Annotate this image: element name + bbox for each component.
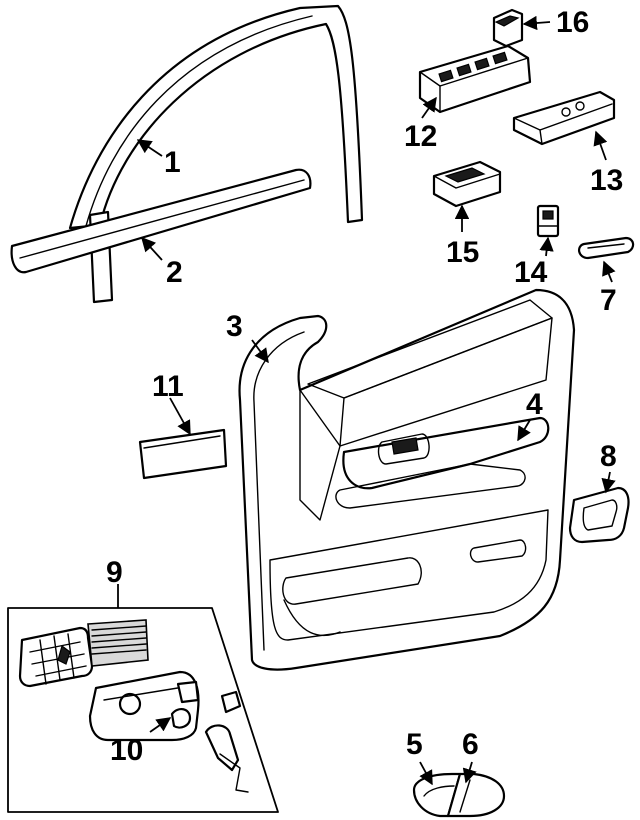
insulator-pad[interactable] [138,428,228,480]
callout-4: 4 [526,388,543,421]
callout-2: 2 [166,256,183,289]
callout-3: 3 [226,310,243,343]
switch-knob[interactable] [492,8,524,48]
callout-10: 10 [110,734,143,767]
callout-14: 14 [514,256,548,289]
callout-13: 13 [590,164,623,197]
callout-7: 7 [600,284,617,317]
belt-moulding[interactable] [10,168,312,274]
callout-5: 5 [406,728,423,761]
small-lens[interactable] [578,236,635,260]
handle-bezel[interactable] [568,486,630,544]
courtesy-lamp-assembly[interactable] [7,607,279,813]
seat-switch[interactable] [432,160,502,208]
callout-9: 9 [106,556,123,589]
window-frame-moulding[interactable] [68,4,364,304]
master-window-switch[interactable] [418,44,532,114]
lock-switch[interactable] [536,204,560,238]
callout-15: 15 [446,236,479,269]
armrest-pull-handle[interactable] [335,416,550,509]
callout-8: 8 [600,440,617,473]
callout-11: 11 [152,370,184,403]
callout-12: 12 [404,120,437,153]
callout-1: 1 [164,146,181,179]
cover-right[interactable] [446,772,506,818]
leader-lines [117,15,616,786]
callout-6: 6 [462,728,479,761]
callout-16: 16 [556,6,589,39]
switch-bezel[interactable] [512,90,616,146]
